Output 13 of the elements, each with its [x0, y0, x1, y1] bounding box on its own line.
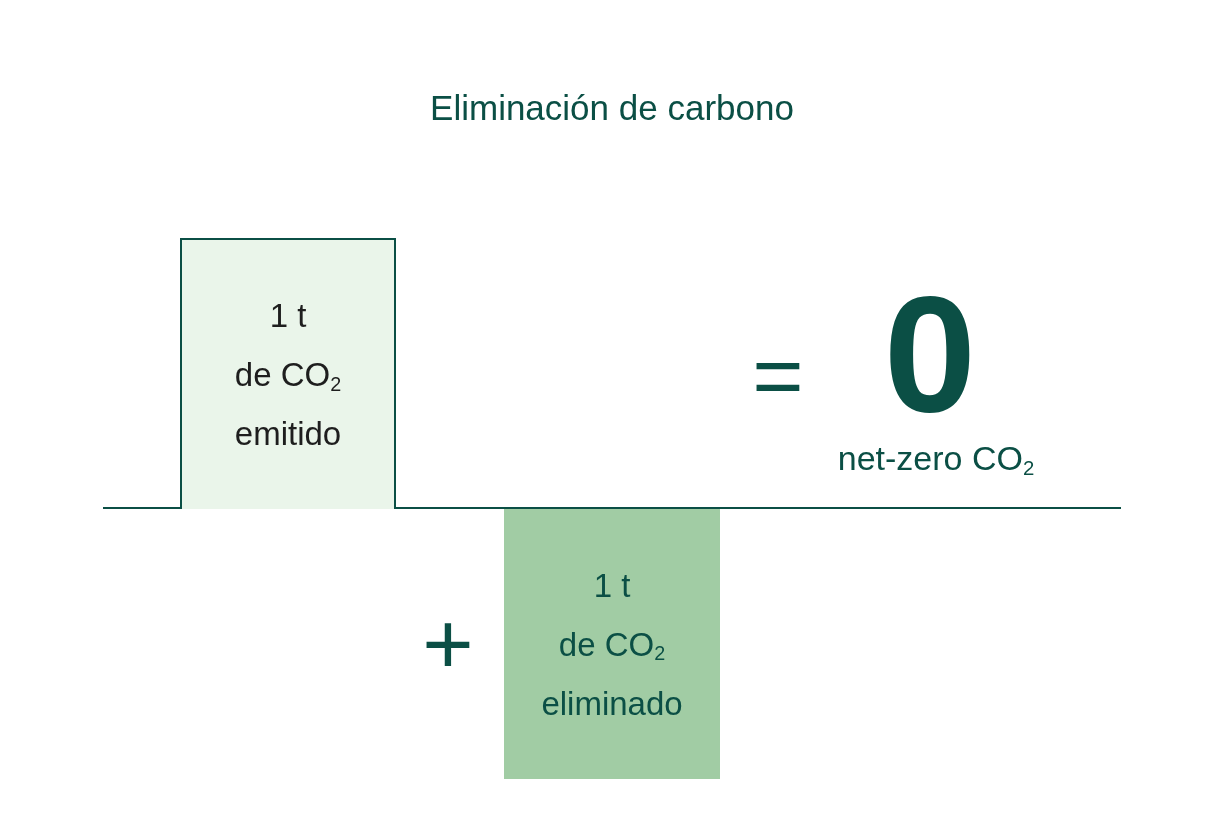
diagram-title: Eliminación de carbono: [429, 87, 795, 129]
plus-sign: +: [421, 594, 475, 694]
result-caption: net-zero CO$_{2}$: [836, 438, 1036, 482]
bar-text: 1 t: [269, 296, 307, 336]
bar-text: emitido: [234, 414, 342, 454]
bar-text: de CO$_{2}$: [234, 355, 342, 397]
emitted-bar: [180, 238, 396, 509]
equals-sign: =: [751, 326, 805, 426]
bar-text: eliminado: [541, 683, 683, 724]
bar-text: de CO$_{2}$: [558, 624, 666, 667]
removed-bar: [504, 509, 720, 779]
result-value: 0: [882, 268, 978, 440]
bar-text: 1 t: [593, 565, 631, 606]
